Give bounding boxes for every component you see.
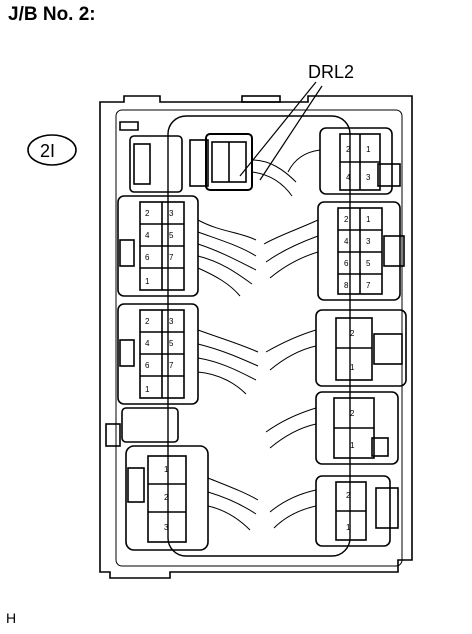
- footer-code: H: [6, 610, 17, 626]
- pin-label: 5: [169, 231, 174, 240]
- pins-left-12pin-a: 2 3 4 5 6 7 1: [145, 209, 174, 286]
- pin-label: 2: [346, 145, 351, 154]
- inner-frame: [167, 115, 351, 557]
- connector-right-2pin-a: [315, 309, 407, 387]
- junction-block-housing: [99, 95, 413, 579]
- pin-label: 1: [145, 277, 150, 286]
- pin-label: 3: [169, 209, 174, 218]
- connector-left-fuse: [121, 407, 179, 443]
- connector-right-2pin-b: [315, 391, 399, 465]
- pins-left-3pin: 1 2 3: [164, 465, 169, 532]
- pins-right-4pin: 1 2 3 4: [346, 145, 371, 182]
- pin-label: 3: [366, 173, 371, 182]
- pins-right-2pin-a: 1 2: [350, 329, 355, 372]
- pin-label: 2: [145, 209, 150, 218]
- pin-label: 5: [366, 259, 371, 268]
- connector-code-ellipse: [27, 134, 77, 166]
- pin-label: 6: [344, 259, 349, 268]
- pin-label: 1: [346, 523, 351, 532]
- pin-label: 3: [169, 317, 174, 326]
- pin-label: 6: [145, 253, 150, 262]
- drl2-label: DRL2: [308, 62, 354, 82]
- pin-label: 4: [344, 237, 349, 246]
- diagram-title: J/B No. 2:: [8, 4, 96, 25]
- connector-left-3pin: [125, 445, 209, 551]
- pin-label: 4: [145, 231, 150, 240]
- pin-label: 2: [346, 491, 351, 500]
- pin-label: 2: [145, 317, 150, 326]
- pin-label: 2: [350, 329, 355, 338]
- pin-label: 1: [366, 215, 371, 224]
- pins-right-8pin: 1 2 3 4 5 6 7 8: [344, 215, 371, 290]
- pin-label: 6: [145, 361, 150, 370]
- pin-label: 1: [145, 385, 150, 394]
- pin-label: 7: [169, 253, 174, 262]
- pins-right-4pin-b: 1 2: [346, 491, 351, 532]
- top-tab: [241, 95, 281, 103]
- pin-label: 8: [344, 281, 349, 290]
- pins-right-2pin-b: 1 2: [350, 409, 355, 450]
- pin-label: 1: [164, 465, 169, 474]
- pin-label: 2: [164, 493, 169, 502]
- pin-label: 1: [350, 441, 355, 450]
- drl2-leader-2: [259, 85, 323, 181]
- connector-code-label: 2I: [40, 141, 55, 161]
- connector-right-8pin: [317, 201, 401, 301]
- pin-label: 4: [346, 173, 351, 182]
- pin-label: 1: [366, 145, 371, 154]
- pin-label: 2: [344, 215, 349, 224]
- pin-label: 3: [164, 523, 169, 532]
- pins-left-12pin-b: 2 3 4 5 6 7 1: [145, 317, 174, 394]
- connector-right-4pin: [319, 127, 393, 195]
- connector-top-left-small: [129, 135, 183, 193]
- drl2-leader-1: [239, 81, 317, 177]
- pin-label: 4: [145, 339, 150, 348]
- pin-label: 7: [169, 361, 174, 370]
- pin-label: 2: [350, 409, 355, 418]
- pin-label: 1: [350, 363, 355, 372]
- connector-right-4pin-b: [315, 475, 391, 547]
- pin-label: 5: [169, 339, 174, 348]
- pin-label: 7: [366, 281, 371, 290]
- pin-label: 3: [366, 237, 371, 246]
- connector-left-12pin-a: [117, 195, 199, 297]
- connector-left-12pin-b: [117, 303, 199, 405]
